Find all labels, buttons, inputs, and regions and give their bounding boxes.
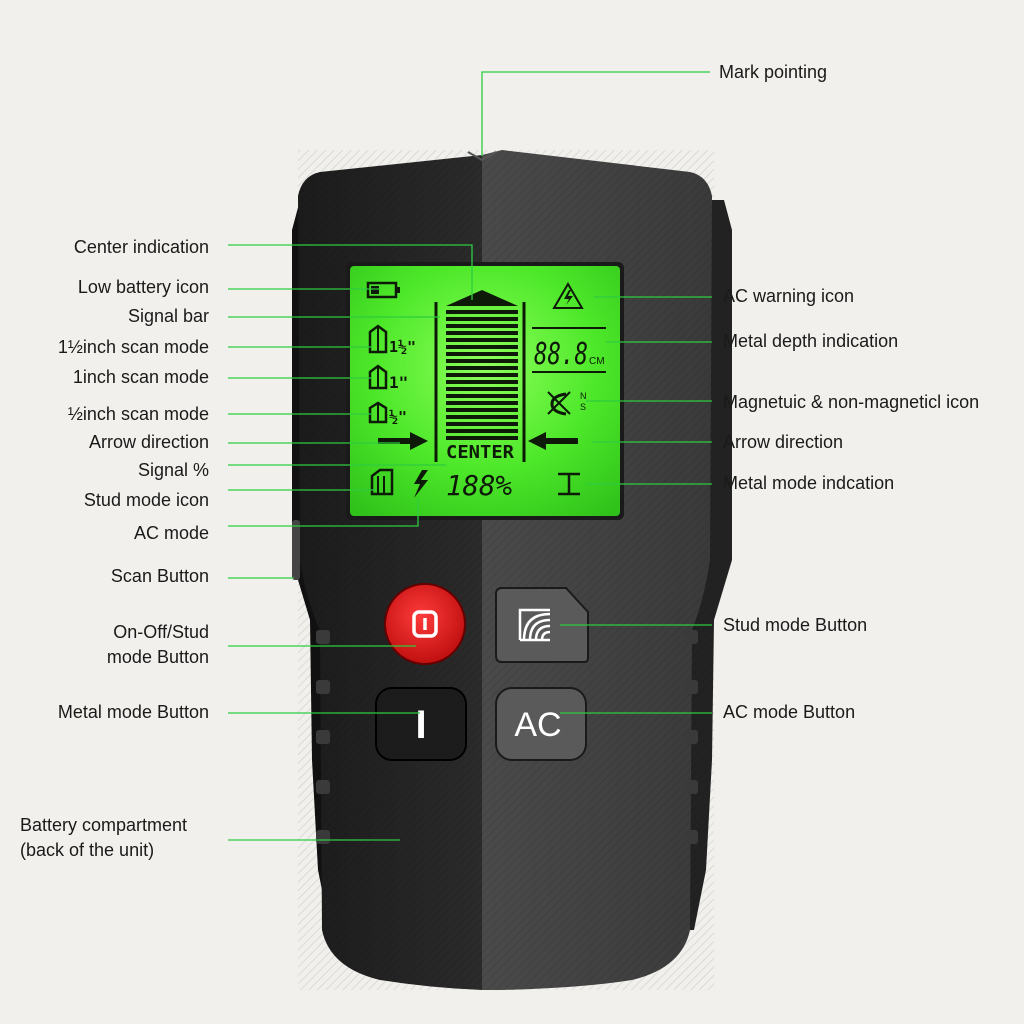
lcd-mag-s: S — [580, 402, 586, 412]
label-scan-1: 1inch scan mode — [72, 367, 209, 387]
scan-button[interactable] — [292, 520, 300, 580]
scan-mode-0-5-icon — [368, 401, 388, 424]
lcd-scan-0-5: ½" — [389, 408, 407, 426]
magnet-crossed-icon — [547, 391, 571, 416]
arrow-left-icon — [528, 432, 578, 450]
mark-pointing-notch — [467, 151, 497, 162]
lightning-bolt-icon — [414, 470, 428, 498]
label-arrow-direction-right: Arrow direction — [723, 432, 844, 452]
leader-lines — [228, 71, 712, 841]
lcd-scan-1: 1" — [389, 373, 408, 392]
label-scan-0-5: ½inch scan mode — [67, 404, 209, 424]
label-ac-warning-icon: AC warning icon — [723, 286, 855, 306]
label-metal-depth: Metal depth indication — [723, 331, 899, 351]
stud-block-icon — [370, 468, 394, 496]
metal-mode-button[interactable]: I — [375, 687, 467, 761]
lcd-depth-unit: CM — [589, 356, 605, 367]
lcd-center-text: CENTER — [446, 442, 514, 463]
lcd-depth-value: 88.8 — [534, 337, 588, 372]
ac-button-label: AC — [514, 706, 561, 744]
ac-warning-icon — [552, 282, 584, 309]
label-low-battery-icon: Low battery icon — [77, 277, 209, 297]
power-stud-button[interactable] — [384, 583, 466, 665]
label-onoff-stud-line1: On-Off/Stud — [113, 622, 209, 642]
label-battery-line1: Battery compartment — [20, 815, 188, 835]
label-stud-mode-icon: Stud mode icon — [83, 490, 209, 510]
scan-mode-1-5-icon — [368, 324, 388, 354]
lcd-signal-percent: 188% — [446, 469, 512, 502]
stud-mode-button[interactable] — [495, 587, 589, 663]
wave-arcs-icon — [518, 608, 551, 642]
metal-button-label: I — [415, 703, 426, 747]
power-icon — [412, 610, 438, 638]
label-onoff-stud-line2: mode Button — [106, 647, 209, 667]
scan-mode-1-icon — [368, 364, 388, 390]
ac-mode-button[interactable]: AC — [495, 687, 587, 761]
i-beam-icon — [558, 472, 580, 496]
label-magnetic-icon: Magnetuic & non-magneticl icon — [723, 392, 980, 412]
label-metal-mode-button: Metal mode Button — [57, 702, 209, 722]
battery-low-icon — [366, 281, 400, 299]
label-mark-pointing: Mark pointing — [719, 62, 828, 82]
label-scan-button: Scan Button — [110, 566, 209, 586]
lcd-mag-n: N — [580, 391, 587, 401]
lcd-screen: 1½" 1" ½" CENTER — [346, 262, 624, 520]
arrow-right-icon — [378, 432, 428, 450]
label-stud-mode-button: Stud mode Button — [723, 615, 868, 635]
label-ac-mode-button: AC mode Button — [723, 702, 856, 722]
label-center-indication: Center indication — [73, 237, 209, 257]
label-signal-bar: Signal bar — [127, 306, 209, 326]
label-signal-percent: Signal % — [137, 460, 209, 480]
label-battery-line2: (back of the unit) — [20, 840, 155, 860]
label-scan-1-5: 1½inch scan mode — [57, 337, 209, 357]
label-arrow-direction-left: Arrow direction — [88, 432, 209, 452]
label-ac-mode: AC mode — [133, 523, 209, 543]
lcd-scan-1-5: 1½" — [389, 338, 416, 356]
signal-bar — [434, 290, 526, 462]
label-metal-mode-indication: Metal mode indcation — [723, 473, 895, 493]
grip-ridges — [316, 630, 698, 844]
